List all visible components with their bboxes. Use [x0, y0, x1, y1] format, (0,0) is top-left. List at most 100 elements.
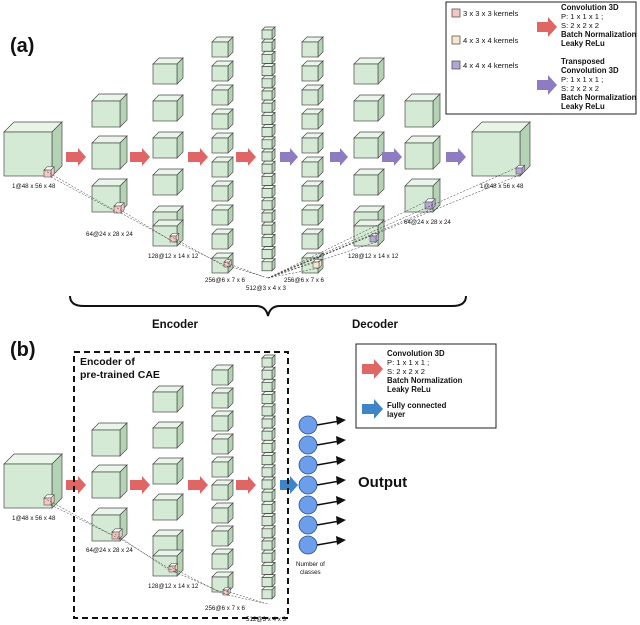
classes-label-line1: Number of: [296, 561, 325, 568]
b-l2-cube-3: [152, 457, 184, 485]
b-l4-cube-12: [261, 488, 276, 503]
a-enc3-cube-2: [211, 60, 234, 82]
a-tconv-arrow-3: [382, 148, 402, 166]
a-proj-6b: [267, 241, 377, 279]
a-dec3-cube-2: [404, 135, 441, 170]
b-l3-cube-1: [211, 364, 234, 386]
b-proj-3b: [168, 565, 224, 595]
a-input-kernel-333: [43, 166, 55, 178]
output-neuron-7: [298, 535, 318, 555]
legend-a-kernel-444: 4 x 4 x 4 kernels: [451, 60, 518, 70]
a-enc3-size-label: 256@6 x 7 x 6: [205, 277, 246, 284]
a-dec1-cube-7: [301, 180, 324, 202]
a-dec3-cube-3: [404, 178, 441, 213]
b-l2-cube-bottom: [152, 549, 184, 577]
a-bottleneck-cube-3: [261, 50, 276, 65]
b-l4-cube-6: [261, 415, 276, 429]
a-bottleneck-cube-7: [261, 99, 276, 114]
neuron-out-line-7: [316, 540, 341, 546]
a-enc1-cube-3: [91, 178, 128, 213]
neuron-out-head-3: [336, 456, 346, 465]
neuron-out-line-4: [316, 480, 341, 486]
neuron-out-head-2: [336, 436, 346, 445]
legend-a-tconv-arrow-icon: [537, 75, 557, 95]
b-l2-size-label: 128@12 x 14 x 12: [148, 583, 199, 590]
encoder-box-title-line2: pre-trained CAE: [80, 369, 160, 381]
a-dec3-kernel-444: [424, 198, 436, 210]
a-proj-1b: [43, 169, 115, 211]
legend-a-tconv-title2: Convolution 3D: [561, 66, 619, 75]
a-dec1-kernel-434: [312, 258, 323, 269]
output-neuron-1: [298, 415, 318, 435]
neuron-out-line-3: [316, 460, 341, 466]
legend-a-tconv-line1: P: 1 x 1 x 1 ;: [561, 75, 603, 84]
neuron-out-head-1: [336, 416, 346, 425]
a-enc1-size-label: 64@24 x 28 x 24: [86, 231, 133, 238]
a-proj-8b: [267, 173, 523, 279]
b-input-volume: [3, 453, 63, 509]
b-l4-cube-2: [261, 366, 276, 381]
a-proj-7a: [267, 201, 426, 279]
b-l3-cube-6: [211, 479, 234, 501]
output-neuron-3: [298, 455, 318, 475]
legend-a-conv-line1: P: 1 x 1 x 1 ;: [561, 12, 603, 21]
legend-a-kernel-333: 3 x 3 x 3 kernels: [451, 8, 518, 18]
legend-a-tconv-title1: Transposed: [561, 57, 605, 66]
legend-b-conv-title: Convolution 3D: [387, 349, 445, 358]
output-neuron-5: [298, 495, 318, 515]
b-l4-cube-1: [261, 354, 276, 368]
decoder-label: Decoder: [352, 319, 399, 331]
neuron-out-line-1: [316, 420, 341, 426]
feature-map-cubes: [3, 26, 531, 600]
a-proj-4b: [223, 261, 265, 278]
b-proj-4b: [222, 589, 265, 604]
a-conv-arrow-4: [236, 148, 256, 166]
a-conv-arrow-2: [130, 148, 150, 166]
legend-a-tconv-line2: S: 2 x 2 x 2: [561, 84, 599, 93]
legend-a-kernel-434: 4 x 3 x 4 kernels: [451, 35, 518, 45]
legend-a-tconv-act: Leaky ReLu: [561, 102, 605, 111]
neuron-out-line-2: [316, 440, 341, 446]
a-enc3-cube-1: [211, 36, 234, 58]
a-dec1-cube-5: [301, 132, 324, 154]
a-enc1-cube-1: [91, 93, 128, 128]
a-bottleneck-cube-17: [261, 221, 276, 236]
b-l3-cube-3: [211, 410, 234, 432]
a-bottleneck-cube-1: [261, 26, 276, 40]
b-l3-size-label: 256@6 x 7 x 6: [205, 605, 246, 612]
a-bottleneck-cube-18: [261, 233, 276, 248]
b-l2-kernel-333: [168, 562, 179, 573]
panel-a-label: (a): [10, 35, 34, 57]
a-bottleneck-cube-15: [261, 196, 276, 211]
b-l4-cube-11: [261, 476, 276, 490]
a-enc2-cube-3: [152, 131, 184, 159]
neuron-out-head-6: [336, 516, 346, 525]
legend-b-fc-title1: Fully connected: [387, 401, 447, 410]
b-l4-cube-9: [261, 451, 276, 466]
neuron-out-head-4: [336, 476, 346, 485]
a-bottleneck-cube-8: [261, 111, 276, 126]
b-l3-cube-5: [211, 456, 234, 478]
a-bottleneck-cube-20: [261, 257, 276, 272]
b-l2-cube-2: [152, 421, 184, 449]
b-l4-cube-8: [261, 439, 276, 454]
output-neuron-4: [298, 475, 318, 495]
a-enc3-cube-5: [211, 132, 234, 154]
b-l1-kernel-333: [111, 528, 123, 540]
b-l4-cube-10: [261, 463, 276, 478]
legend-a-tconv-bn: Batch Normalization: [561, 93, 637, 102]
a-conv-arrow-3: [188, 148, 208, 166]
b-l4-cube-13: [261, 500, 276, 515]
panel-b-label: (b): [10, 339, 36, 361]
a-enc3-cube-9: [211, 228, 234, 250]
a-bottleneck-cube-14: [261, 184, 276, 199]
svg-text:4 x 4 x 4 kernels: 4 x 4 x 4 kernels: [463, 61, 518, 70]
a-dec2-cube-3: [353, 131, 385, 159]
a-tconv-arrow-1: [280, 148, 298, 166]
encoder-label: Encoder: [152, 319, 199, 331]
b-l4-cube-17: [261, 549, 276, 564]
b-input-kernel-333: [43, 494, 55, 506]
b-l3-cube-2: [211, 387, 234, 409]
b-conv-arrow-4: [236, 476, 256, 494]
a-dec2-cube-2: [353, 94, 385, 122]
